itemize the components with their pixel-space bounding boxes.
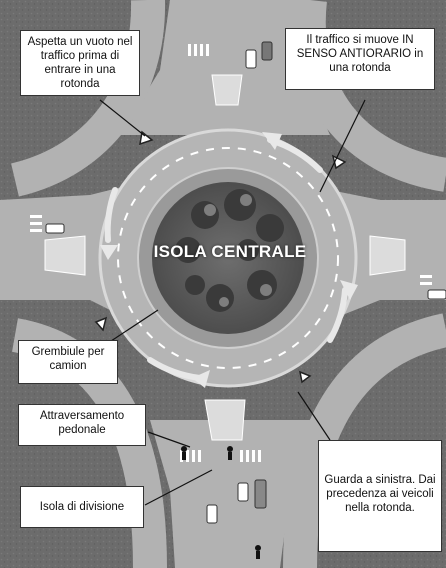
lane-dashes [117,147,339,369]
splitter-islands [44,74,406,441]
callout-splitter-island: Isola di divisione [20,486,144,528]
crosswalks [30,44,432,462]
callout-yield-left: Guarda a sinistra. Dai precedenza ai vei… [318,440,442,552]
callout-counterclockwise: Il traffico si muove IN SENSO ANTIORARIO… [285,28,435,90]
vehicles [45,41,446,524]
callout-wait-gap: Aspetta un vuoto nel traffico prima di e… [20,30,140,96]
callout-crosswalk: Attraversamento pedonale [18,404,146,446]
callout-truck-apron: Grembiule per camion [18,340,118,384]
center-island-label: ISOLA CENTRALE [153,242,307,261]
pedestrians [181,446,261,559]
callout-leaders [99,99,366,506]
